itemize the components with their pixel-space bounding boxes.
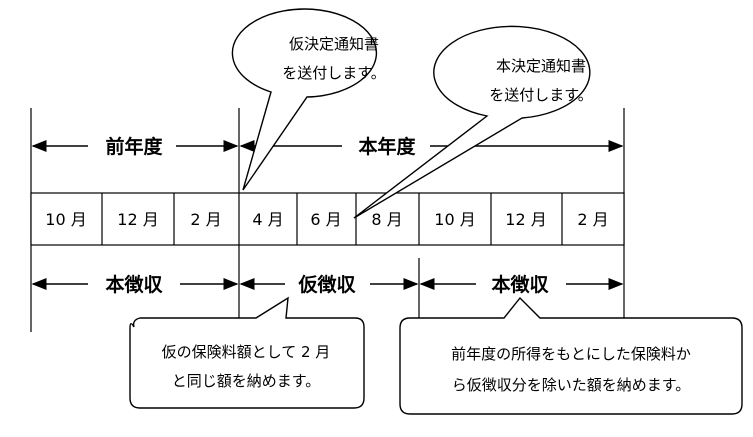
- callout-provisional-amount: 仮の保険料額として 2 月 と同じ額を納めます。: [129, 296, 365, 409]
- this-year-span: 本年度: [239, 135, 624, 158]
- month-cell: 12 月: [505, 210, 546, 229]
- callout-text: 仮決定通知書: [289, 35, 379, 53]
- callout-text: ら仮徴収分を除いた額を納めます。: [452, 376, 691, 394]
- callout-text: 仮の保険料額として 2 月: [162, 343, 331, 361]
- callout-final-amount: 前年度の所得をもとにした保険料か ら仮徴収分を除いた額を納めます。: [399, 296, 743, 415]
- month-cell: 8 月: [371, 210, 402, 229]
- month-cell: 2 月: [190, 210, 221, 229]
- provisional-collection-label: 仮徴収: [297, 273, 356, 296]
- month-cell: 2 月: [577, 210, 608, 229]
- main-collection-label-1: 本徴収: [105, 273, 163, 296]
- callout-text: 本決定通知書: [496, 57, 586, 75]
- callout-final-notice: 本決定通知書 を送付します。: [353, 25, 593, 219]
- month-cell: 10 月: [45, 210, 86, 229]
- main-collection-label-2: 本徴収: [491, 273, 549, 296]
- month-cell: 12 月: [117, 210, 158, 229]
- callout-text: 前年度の所得をもとにした保険料か: [451, 345, 691, 363]
- prev-year-label: 前年度: [105, 135, 163, 158]
- provisional-collection-span: 仮徴収: [239, 273, 419, 296]
- month-cell: 4 月: [252, 210, 283, 229]
- prev-year-span: 前年度: [31, 135, 239, 158]
- callout-text: と同じ額を納めます。: [172, 372, 321, 390]
- callout-provisional-notice: 仮決定通知書 を送付します。: [231, 8, 386, 191]
- main-collection-span-1: 本徴収: [31, 273, 239, 296]
- this-year-label: 本年度: [358, 135, 416, 158]
- month-cell: 10 月: [434, 210, 475, 229]
- callout-text: を送付します。: [489, 86, 593, 104]
- month-table: 10 月 12 月 2 月 4 月 6 月 8 月 10 月 12 月 2 月: [30, 192, 625, 246]
- main-collection-span-2: 本徴収: [419, 273, 624, 296]
- month-cell: 6 月: [310, 210, 341, 229]
- callout-text: を送付します。: [282, 64, 386, 82]
